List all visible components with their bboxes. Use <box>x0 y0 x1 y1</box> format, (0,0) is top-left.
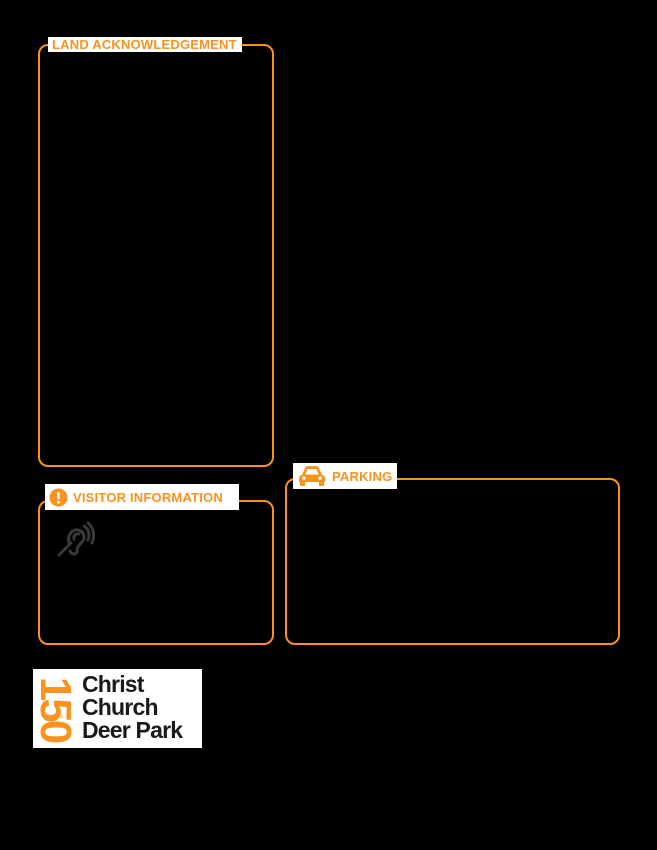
land-acknowledgement-title: LAND ACKNOWLEDGEMENT <box>48 37 242 52</box>
church-name: Christ Church Deer Park <box>82 671 183 743</box>
parking-title-text: PARKING <box>332 468 393 484</box>
land-acknowledgement-title-text: LAND ACKNOWLEDGEMENT <box>52 37 237 52</box>
anniversary-word: YEARS <box>44 714 64 720</box>
church-name-line-3: Deer Park <box>82 717 183 743</box>
visitor-information-title: VISITOR INFORMATION <box>45 484 239 510</box>
parking-box <box>285 478 620 645</box>
visitor-information-title-text: VISITOR INFORMATION <box>73 489 223 505</box>
exclamation-circle-icon <box>49 487 68 507</box>
land-acknowledgement-box <box>38 44 274 467</box>
church-name-line-1: Christ <box>82 671 144 697</box>
anniversary-number: 150 <box>31 676 80 742</box>
parking-title: PARKING <box>293 463 397 489</box>
car-icon <box>297 465 327 487</box>
hearing-assistance-icon <box>55 521 96 557</box>
church-name-line-2: Church <box>82 694 159 720</box>
church-logo: 150 YEARS Christ Church Deer Park <box>31 669 202 748</box>
